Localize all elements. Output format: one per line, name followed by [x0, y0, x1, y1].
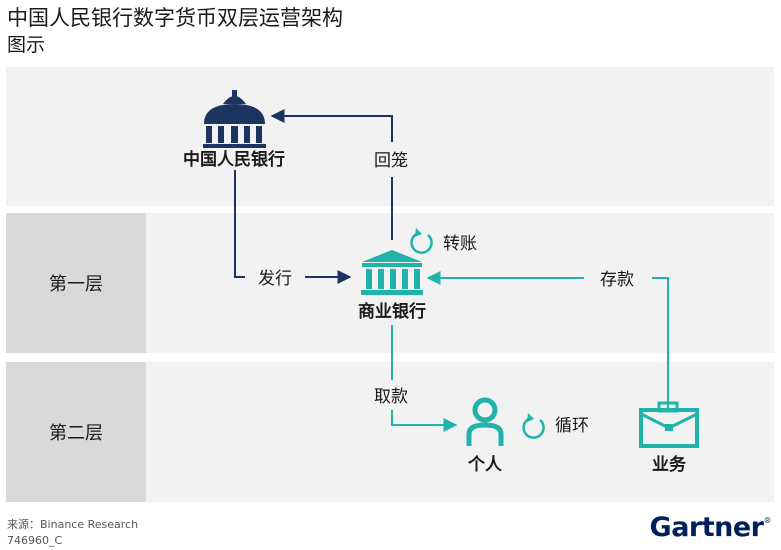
commercial-bank-label: 商业银行 [358, 301, 426, 322]
issue-label: 发行 [258, 269, 292, 289]
page-subtitle: 图示 [7, 34, 46, 56]
gartner-logo: Gartner® [649, 512, 772, 543]
central-bank-icon [203, 90, 266, 148]
circulate-cycle-icon [522, 413, 545, 439]
transfer-label: 转账 [443, 234, 477, 254]
recall-label: 回笼 [374, 151, 408, 171]
logo-text: Gartner [649, 512, 764, 543]
transfer-cycle-icon [410, 228, 433, 254]
withdraw-label: 取款 [374, 387, 408, 407]
individual-label: 个人 [467, 454, 503, 475]
business-label: 业务 [652, 454, 687, 475]
deposit-arrow-right [652, 277, 669, 408]
central-bank-label: 中国人民银行 [183, 149, 285, 170]
deposit-label: 存款 [600, 270, 634, 290]
person-icon [466, 397, 504, 446]
issue-arrow [234, 170, 245, 278]
layer-1-label: 第一层 [6, 213, 146, 353]
band-central [6, 67, 774, 206]
page-title: 中国人民银行数字货币双层运营架构 [7, 6, 343, 30]
logo-registered-mark: ® [763, 516, 772, 525]
commercial-bank-icon [361, 250, 423, 295]
withdraw-arrow-lower [391, 410, 458, 432]
recall-arrow-upper [270, 109, 393, 142]
circulate-label: 循环 [555, 416, 589, 436]
document-id: 746960_C [7, 534, 63, 547]
layer-2-label: 第二层 [6, 362, 146, 502]
source-note: 来源：Binance Research [7, 518, 139, 531]
briefcase-icon [639, 401, 699, 448]
